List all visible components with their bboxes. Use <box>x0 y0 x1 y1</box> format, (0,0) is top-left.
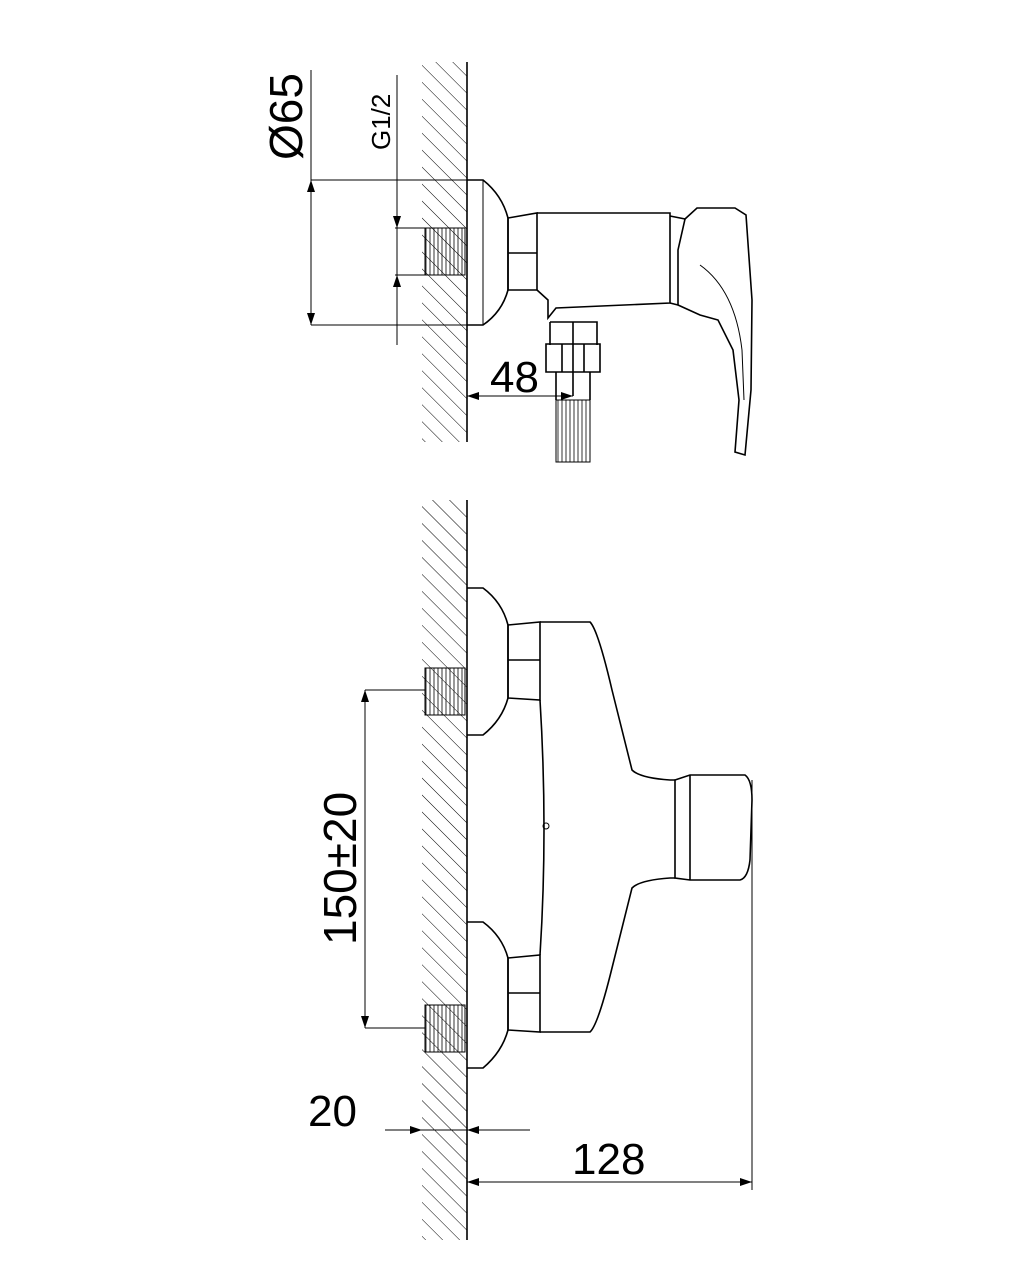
wall-hatch <box>422 500 467 1240</box>
hex-nut <box>507 212 538 291</box>
thread-stub-lower <box>424 1004 466 1053</box>
thread-stub-upper <box>424 667 466 716</box>
lever-handle <box>677 207 753 457</box>
outlet-nut <box>545 343 601 373</box>
nut-lower <box>507 954 541 1033</box>
thread-size-label: G1/2 <box>366 94 396 150</box>
nut-upper <box>507 621 541 701</box>
flange-upper <box>467 587 509 736</box>
wall-flange <box>467 179 509 326</box>
projection-label: 128 <box>572 1135 645 1184</box>
thread-stub <box>424 227 466 276</box>
side-view: Ø65 G1/2 48 <box>260 62 753 463</box>
mixer-body <box>539 621 675 1033</box>
wall-depth-label: 20 <box>308 1087 357 1136</box>
outlet-offset-label: 48 <box>490 353 539 402</box>
cartridge-handle <box>674 774 753 881</box>
mixer-body <box>536 212 671 321</box>
shower-hose <box>555 399 591 463</box>
inlet-spacing-label: 150±20 <box>314 792 366 945</box>
outlet-pipe <box>549 321 598 396</box>
front-view: 150±20 20 128 <box>308 500 753 1240</box>
flange-lower <box>467 921 509 1069</box>
flange-diameter-label: Ø65 <box>260 73 312 160</box>
